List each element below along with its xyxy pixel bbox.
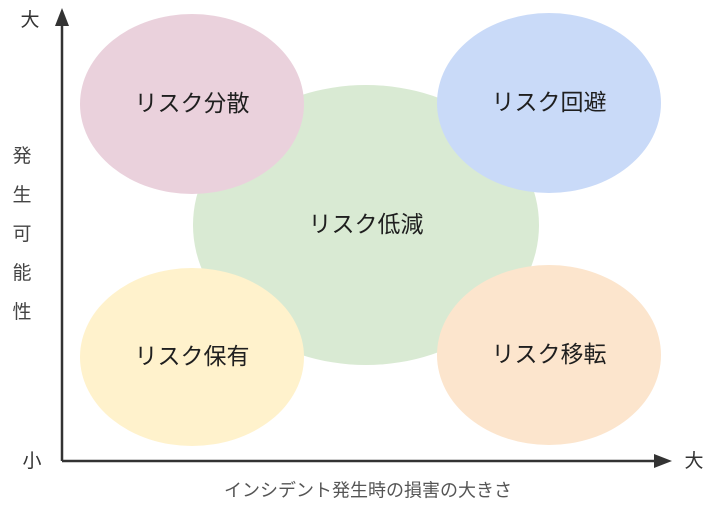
bubble-label-retention: リスク保有 [135,344,250,370]
x-axis-arrowhead [654,454,672,468]
bubble-label-transfer: リスク移転 [492,342,607,368]
y-axis-title-char: 生 [12,184,31,206]
bubble-label-reduction: リスク低減 [309,212,424,238]
bubble-risk-transfer [437,265,661,445]
y-axis-arrowhead [55,8,69,26]
bubble-label-diversification: リスク分散 [135,91,250,117]
x-axis-high-label: 大 [684,450,703,472]
bubble-label-avoidance: リスク回避 [492,90,607,116]
y-axis-high-label: 大 [20,9,39,31]
y-axis-title-char: 性 [12,301,31,323]
bubble-risk-diversification [80,14,304,194]
y-axis-title-char: 可 [12,223,31,245]
x-axis-title: インシデント発生時の損害の大きさ [224,481,512,502]
y-axis-title-char: 能 [12,262,31,284]
y-axis-low-label: 小 [22,450,41,472]
y-axis-title: 発 生 可 能 性 [12,145,31,323]
bubble-risk-retention [80,268,304,446]
y-axis-title-char: 発 [12,145,31,167]
bubble-risk-avoidance [437,13,661,193]
